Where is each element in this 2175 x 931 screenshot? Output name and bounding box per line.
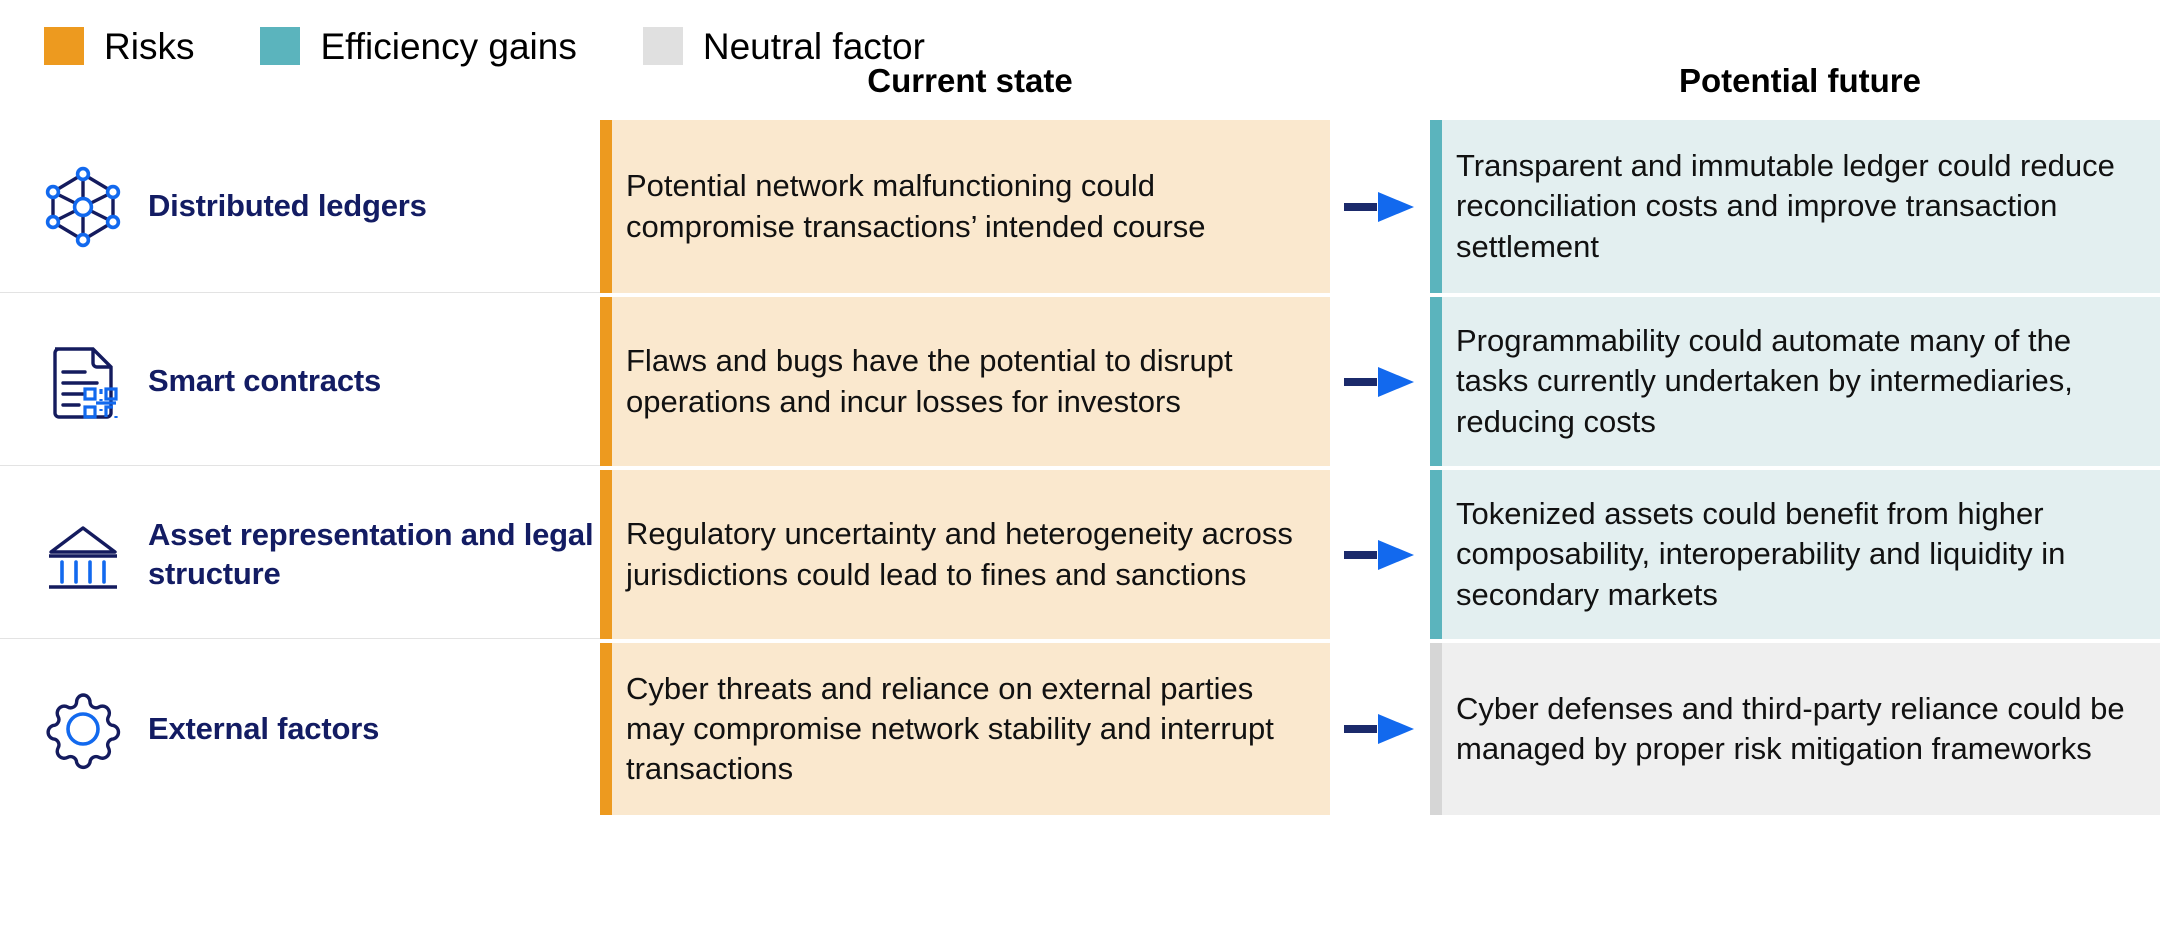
row-divider: [0, 639, 2175, 643]
bank-building-icon: [40, 511, 126, 597]
arrow-right-icon: [1344, 366, 1414, 397]
card-accent-bar: [600, 120, 612, 293]
card-text: Programmability could automate many of t…: [1456, 323, 2073, 439]
row-label-asset-representation: Asset representation and legal structure: [0, 470, 600, 639]
card-text: Cyber defenses and third-party reliance …: [1456, 690, 2125, 766]
row-divider: [0, 466, 2175, 470]
card-potential-future: Programmability could automate many of t…: [1430, 297, 2160, 466]
arrow-right-icon: [1344, 191, 1414, 222]
card-accent-bar: [1430, 120, 1442, 293]
card-current-state: Flaws and bugs have the potential to dis…: [600, 297, 1330, 466]
gear-cog-icon: [40, 686, 126, 772]
column-headers: Current state Potential future: [0, 62, 2175, 120]
card-potential-future: Transparent and immutable ledger could r…: [1430, 120, 2160, 293]
distributed-ledger-network-icon: [40, 163, 126, 249]
card-text: Regulatory uncertainty and heterogeneity…: [626, 516, 1293, 592]
table-row: Smart contracts Flaws and bugs have the …: [0, 297, 2175, 466]
row-label-external-factors: External factors: [0, 643, 600, 815]
row-divider: [0, 293, 2175, 297]
row-title: External factors: [148, 711, 380, 747]
card-potential-future: Cyber defenses and third-party reliance …: [1430, 643, 2160, 815]
legend-swatch-efficiency: [260, 27, 301, 65]
card-accent-bar: [600, 297, 612, 466]
table-row: External factors Cyber threats and relia…: [0, 643, 2175, 815]
card-current-state: Regulatory uncertainty and heterogeneity…: [600, 470, 1330, 639]
legend-swatch-risks: [44, 27, 84, 65]
legend-label-neutral: Neutral factor: [702, 25, 925, 67]
table-row: Distributed ledgers Potential network ma…: [0, 120, 2175, 293]
row-connector: [1330, 120, 1430, 293]
card-text: Potential network malfunctioning could c…: [626, 168, 1206, 244]
card-current-state: Potential network malfunctioning could c…: [600, 120, 1330, 293]
arrow-right-icon: [1344, 714, 1414, 744]
row-connector: [1330, 470, 1430, 639]
legend-item-neutral-factor: Neutral factor: [642, 25, 925, 67]
legend: Risks Efficiency gains Neutral factor: [0, 0, 2175, 67]
legend-label-efficiency: Efficiency gains: [320, 25, 577, 67]
column-header-potential-future: Potential future: [1678, 62, 1921, 99]
smart-contract-document-qr-icon: [40, 338, 126, 424]
row-label-smart-contracts: Smart contracts: [0, 297, 600, 466]
card-current-state: Cyber threats and reliance on external p…: [600, 643, 1330, 815]
row-title: Distributed ledgers: [148, 188, 427, 224]
card-text: Tokenized assets could benefit from high…: [1456, 496, 2066, 612]
legend-item-risks: Risks: [44, 27, 194, 65]
comparison-matrix: Distributed ledgers Potential network ma…: [0, 120, 2175, 815]
legend-swatch-neutral: [642, 27, 683, 65]
row-title: Smart contracts: [148, 363, 382, 399]
card-accent-bar: [600, 470, 612, 639]
card-potential-future: Tokenized assets could benefit from high…: [1430, 470, 2160, 639]
card-text: Cyber threats and reliance on external p…: [626, 670, 1274, 787]
row-connector: [1330, 297, 1430, 466]
arrow-right-icon: [1344, 539, 1414, 570]
legend-label-risks: Risks: [104, 25, 195, 67]
table-row: Asset representation and legal structure…: [0, 470, 2175, 639]
card-accent-bar: [600, 643, 612, 815]
column-header-current-state: Current state: [867, 62, 1073, 99]
row-connector: [1330, 643, 1430, 815]
card-accent-bar: [1430, 470, 1442, 639]
row-title: Asset representation and legal structure: [148, 516, 594, 591]
card-text: Transparent and immutable ledger could r…: [1456, 148, 2115, 264]
card-accent-bar: [1430, 643, 1442, 815]
row-label-distributed-ledgers: Distributed ledgers: [0, 120, 600, 293]
card-accent-bar: [1430, 297, 1442, 466]
legend-item-efficiency-gains: Efficiency gains: [260, 25, 577, 67]
card-text: Flaws and bugs have the potential to dis…: [626, 343, 1233, 419]
